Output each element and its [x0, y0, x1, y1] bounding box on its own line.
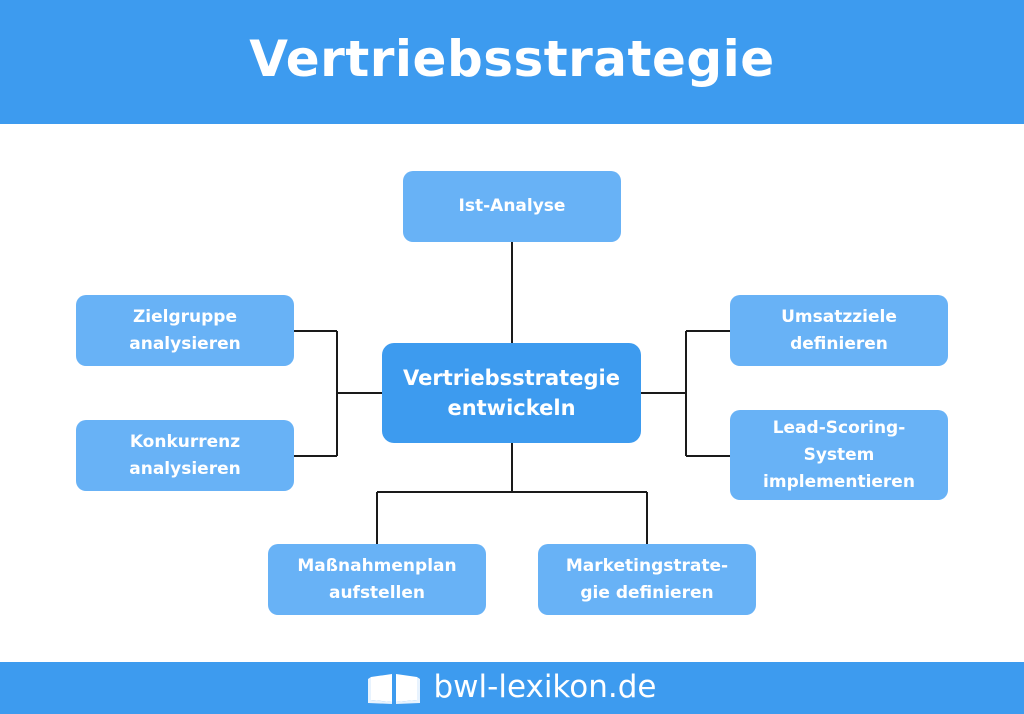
node-lead-scoring: Lead-Scoring- System implementieren [730, 410, 948, 500]
node-center-vertriebsstrategie: Vertriebsstrategie entwickeln [382, 343, 641, 443]
node-konkurrenz: Konkurrenz analysieren [76, 420, 294, 491]
node-zielgruppe: Zielgruppe analysieren [76, 295, 294, 366]
node-marketingstrategie: Marketingstrate- gie definieren [538, 544, 756, 615]
node-umsatzziele: Umsatzziele definieren [730, 295, 948, 366]
footer-brand: bwl-lexikon.de [433, 669, 657, 705]
node-massnahmenplan: Maßnahmenplan aufstellen [268, 544, 486, 615]
node-ist-analyse: Ist-Analyse [403, 171, 621, 242]
page-title: Vertriebsstrategie [249, 30, 775, 88]
open-book-icon [367, 674, 420, 704]
header-banner: Vertriebsstrategie [0, 0, 1024, 124]
footer-banner: bwl-lexikon.de [0, 662, 1024, 714]
